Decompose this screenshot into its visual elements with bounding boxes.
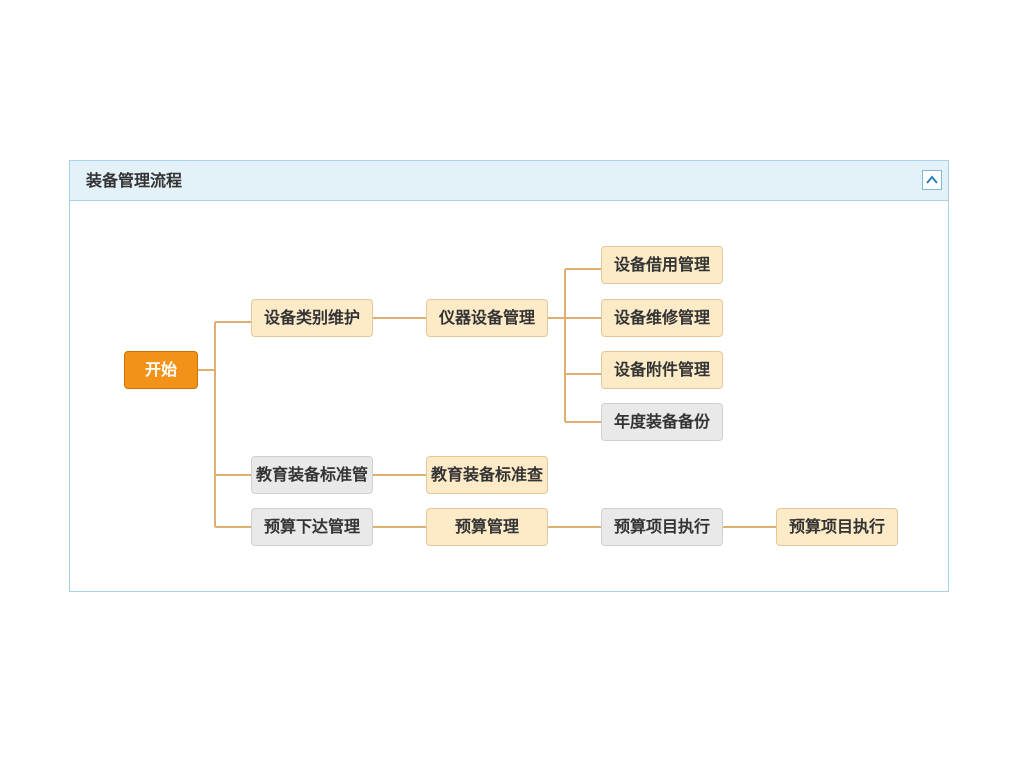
panel-header: 装备管理流程 [70,161,948,201]
node-budget-management[interactable]: 预算管理 [426,508,548,546]
chevron-up-icon [926,175,938,184]
panel-title: 装备管理流程 [86,171,183,190]
node-budget-execution-2[interactable]: 预算项目执行 [776,508,898,546]
node-instrument-management[interactable]: 仪器设备管理 [426,299,548,337]
node-repair-management[interactable]: 设备维修管理 [601,299,723,337]
node-edu-standard-query[interactable]: 教育装备标准查 [426,456,548,494]
node-equipment-category[interactable]: 设备类别维护 [251,299,373,337]
node-edu-standard-manage[interactable]: 教育装备标准管 [251,456,373,494]
node-budget-execution-1[interactable]: 预算项目执行 [601,508,723,546]
collapse-button[interactable] [922,170,942,190]
node-budget-issue[interactable]: 预算下达管理 [251,508,373,546]
node-annual-backup[interactable]: 年度装备备份 [601,403,723,441]
node-start[interactable]: 开始 [124,351,198,389]
node-borrow-management[interactable]: 设备借用管理 [601,246,723,284]
node-accessory-management[interactable]: 设备附件管理 [601,351,723,389]
